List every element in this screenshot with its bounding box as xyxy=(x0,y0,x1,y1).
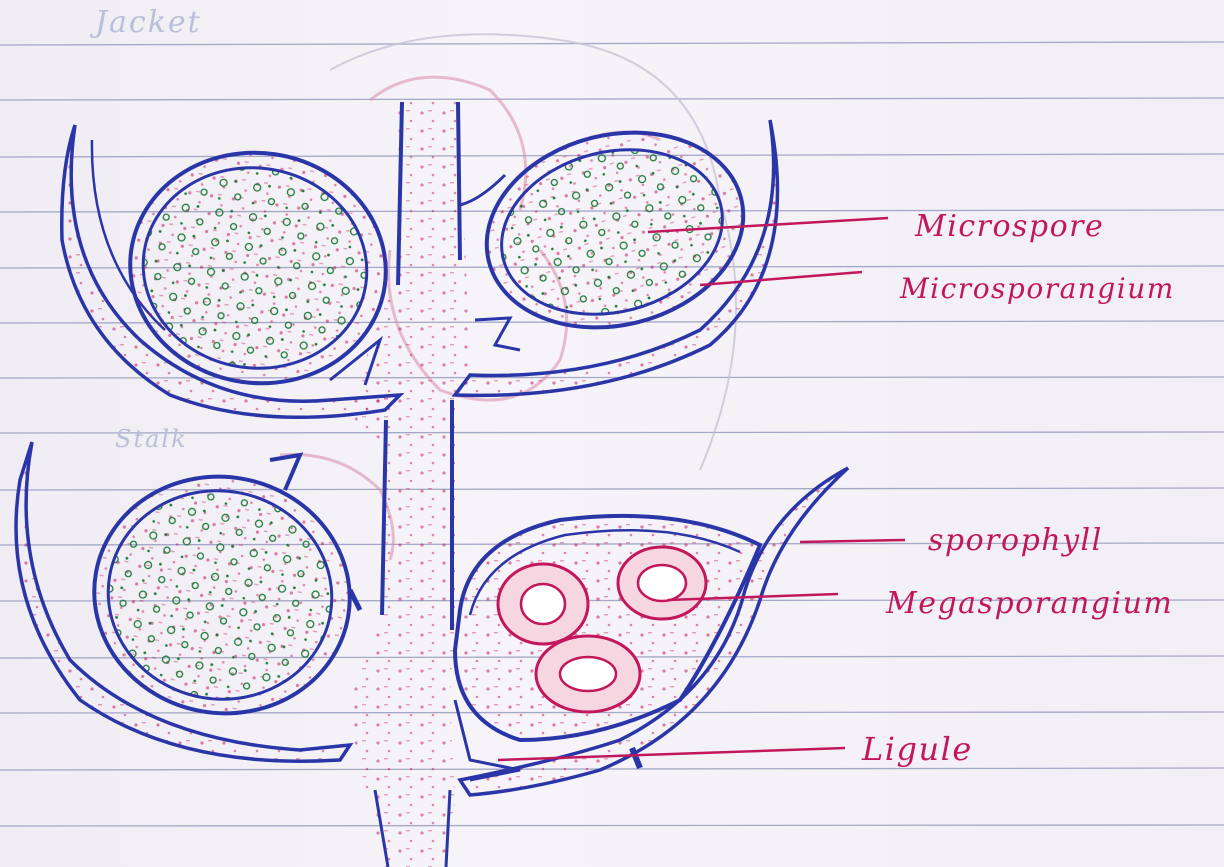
label-megasporangium: Megasporangium xyxy=(885,586,1173,621)
label-microspore: Microspore xyxy=(914,209,1104,244)
label-sporophyll: sporophyll xyxy=(928,523,1103,558)
label-ligule: Ligule xyxy=(861,730,973,768)
ghost-text-top: Jacket xyxy=(89,5,202,40)
megaspore-2 xyxy=(618,547,706,619)
lower-right-megasporangium xyxy=(455,516,760,740)
ghost-text-middle: Stalk xyxy=(115,425,188,453)
label-microsporangium: Microsporangium xyxy=(899,272,1175,305)
lower-left-microsporangium xyxy=(75,455,368,733)
megaspore-3 xyxy=(536,636,640,712)
megaspore-1 xyxy=(498,564,588,644)
